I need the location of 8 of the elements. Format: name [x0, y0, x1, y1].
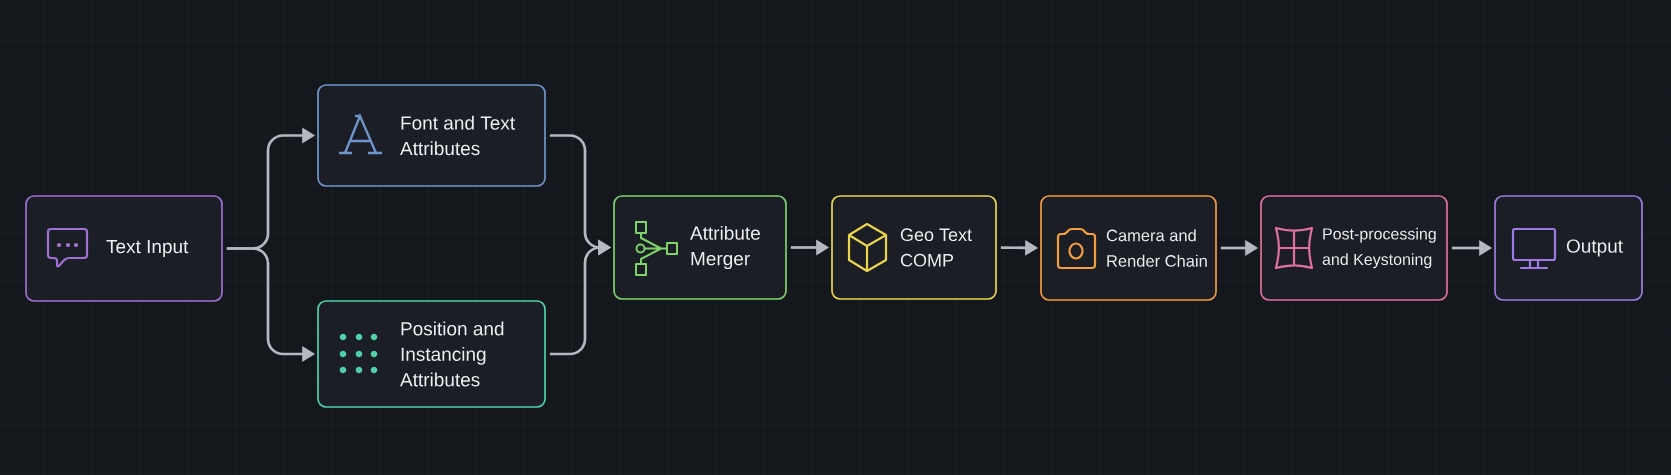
process-box: Camera and Render Chain: [1040, 195, 1217, 301]
process-box: Attribute Merger: [613, 195, 787, 300]
process-box: Font and Text Attributes: [317, 84, 546, 187]
process-box: Output: [1494, 195, 1643, 301]
process-box: Geo Text COMP: [831, 195, 997, 300]
process-box: Text Input: [25, 195, 223, 302]
process-box: Post-processing and Keystoning: [1260, 195, 1448, 301]
process-box: Position and Instancing Attributes: [317, 300, 546, 408]
